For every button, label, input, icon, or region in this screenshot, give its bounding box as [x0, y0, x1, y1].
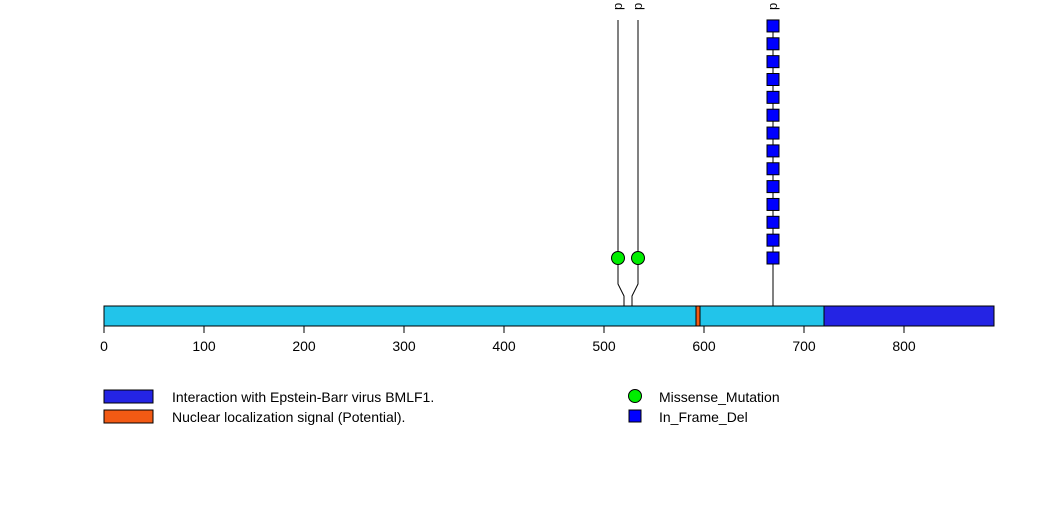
in-frame-del-marker [766, 233, 780, 247]
axis-tick-label: 100 [192, 338, 216, 354]
x-axis: 0 100 200 300 400 500 600 700 800 [100, 325, 916, 354]
protein-backbone [104, 306, 994, 326]
in-frame-del-marker [766, 126, 780, 140]
mutation-label: p [765, 3, 780, 10]
axis-tick-label: 800 [892, 338, 916, 354]
in-frame-del-marker [766, 251, 780, 265]
legend-swatch-nls [103, 409, 154, 424]
legend-inframe-icon [628, 409, 642, 423]
mutation-label: p [630, 3, 645, 10]
axis-tick-label: 400 [492, 338, 516, 354]
legend-label-inframe: In_Frame_Del [659, 409, 748, 425]
axis-tick-label: 600 [692, 338, 716, 354]
legend-label-missense: Missense_Mutation [659, 389, 780, 405]
missense-mutation-marker [611, 251, 625, 265]
mutation-label: p [610, 3, 625, 10]
in-frame-del-marker [766, 19, 780, 33]
legend-label-nls: Nuclear localization signal (Potential). [172, 409, 405, 425]
legend-missense-icon [628, 389, 642, 403]
in-frame-del-marker [766, 162, 780, 176]
protein-layer [103, 305, 995, 327]
in-frame-del-marker [766, 215, 780, 229]
in-frame-del-marker [766, 90, 780, 104]
axis-tick-label: 0 [100, 338, 108, 354]
in-frame-del-marker [766, 55, 780, 69]
in-frame-del-marker [766, 73, 780, 86]
missense-mutation-marker [631, 251, 645, 265]
domain-1 [823, 305, 995, 327]
legend-label-interaction: Interaction with Epstein-Barr virus BMLF… [172, 389, 434, 405]
mutation-stem [631, 20, 639, 326]
axis-tick-label: 200 [292, 338, 316, 354]
in-frame-del-marker [766, 37, 780, 51]
axis-tick-label: 500 [592, 338, 616, 354]
domain-0 [695, 305, 701, 327]
in-frame-del-marker [766, 108, 780, 122]
axis-tick-label: 300 [392, 338, 416, 354]
in-frame-del-marker [766, 197, 780, 211]
in-frame-del-marker [766, 144, 780, 158]
legend-swatch-interaction [103, 389, 154, 404]
axis-tick-label: 700 [792, 338, 816, 354]
legend: Interaction with Epstein-Barr virus BMLF… [103, 389, 780, 425]
mutation-stem [617, 20, 625, 326]
in-frame-del-marker [766, 180, 780, 194]
